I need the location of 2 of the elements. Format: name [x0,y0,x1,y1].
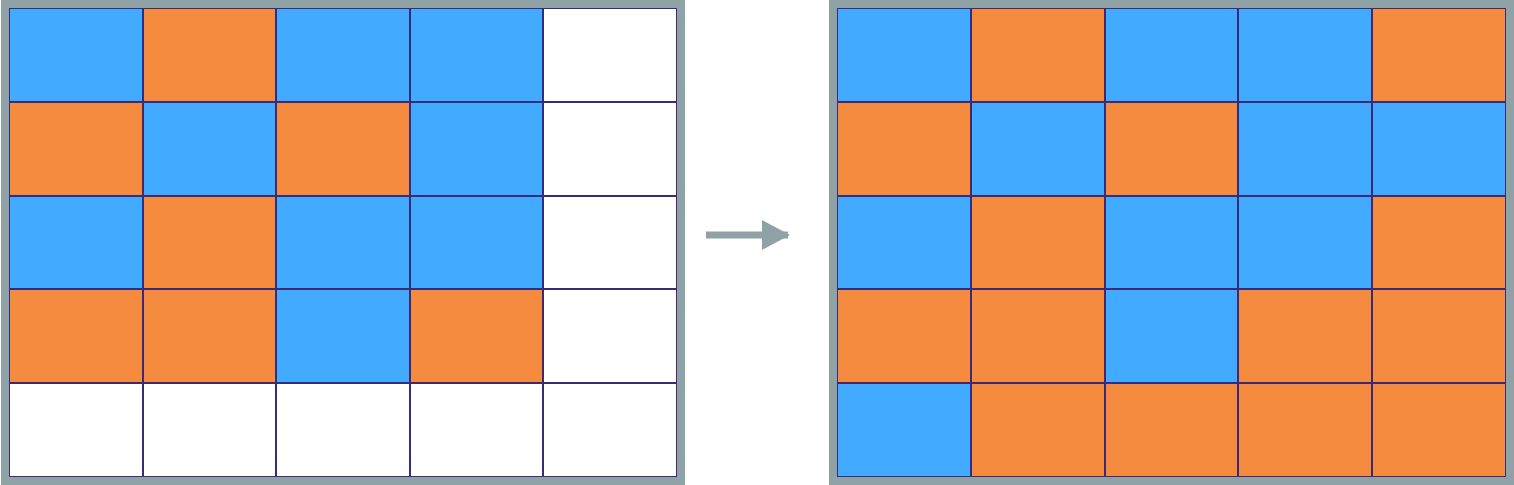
color-grid [1,0,685,485]
color-grid [829,0,1514,485]
